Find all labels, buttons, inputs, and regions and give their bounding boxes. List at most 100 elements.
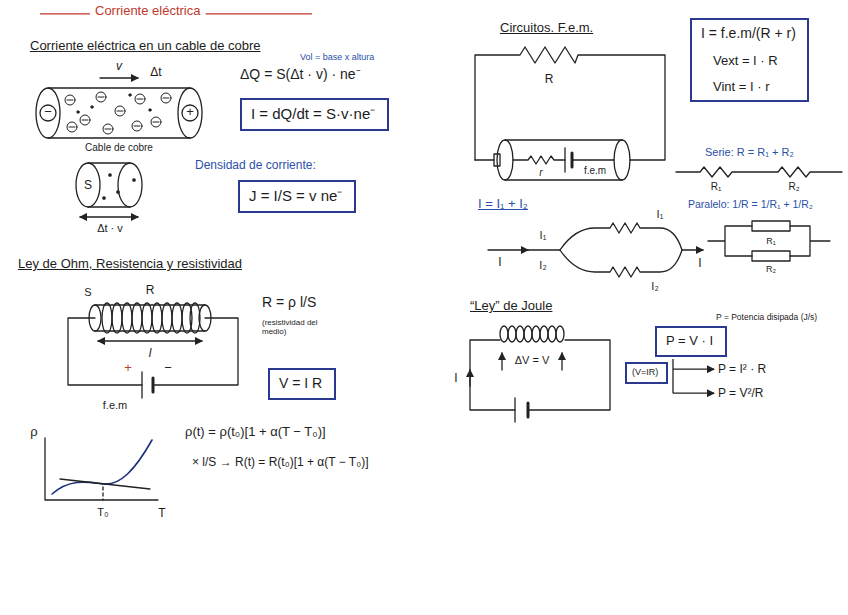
resistor-label: R₁ [711, 181, 722, 193]
resistor-label: R₂ [788, 181, 799, 193]
current-split [488, 223, 703, 277]
ohm-circuit [152, 378, 155, 392]
emf-circuit [475, 47, 665, 160]
electron-symbols [149, 109, 151, 111]
side-note: Vol = base x altura [300, 52, 374, 63]
resistivity-graph [52, 440, 152, 494]
formula: R = ρ l/S [262, 294, 316, 311]
electron-symbols [103, 124, 113, 134]
formula-box: (V=IR) [625, 362, 668, 384]
current-label: I₂ [539, 259, 546, 272]
joule-circuit [527, 403, 530, 417]
cable-section [103, 197, 105, 199]
cable-section [133, 179, 135, 181]
electron-symbols [132, 121, 142, 131]
velocity-symbol: v [116, 59, 122, 73]
electron-symbols [77, 111, 79, 113]
emf-circuit [475, 47, 665, 180]
cable-section [80, 216, 138, 217]
formula-text: J = I/S = v ne⁻ [249, 187, 345, 206]
ohm-circuit [102, 303, 112, 333]
figure-caption: Cable de cobre [85, 142, 153, 154]
formula-text: P = V · I [666, 333, 716, 349]
current-split [560, 250, 682, 277]
charge-sign: − [44, 104, 52, 120]
joule-circuit [524, 326, 532, 342]
current-label: I₁ [657, 208, 664, 221]
copper-cable [40, 105, 56, 121]
ohm-circuit [162, 303, 172, 333]
current-label: I [698, 256, 701, 270]
formula-text: Vext = I · R [713, 53, 798, 69]
current-label: I₁ [540, 229, 547, 242]
current-split [488, 249, 528, 250]
joule-circuit [508, 326, 516, 342]
section-heading: Corriente eléctrica en un cable de cobre [30, 38, 261, 54]
current-split [560, 223, 682, 250]
axis-label: T [158, 506, 165, 520]
ohm-circuit [142, 303, 152, 333]
ohm-circuit [141, 372, 142, 398]
cable-section [117, 191, 119, 193]
current-split [682, 249, 703, 250]
ohm-circuit [172, 303, 182, 333]
formula-box: I = dQ/dt = S·v·ne⁻ [240, 98, 389, 131]
title-rule [40, 13, 90, 14]
resistor-label: R₁ [766, 236, 776, 247]
polarity-sign: − [164, 360, 172, 376]
emf-circuit [475, 159, 494, 160]
section-heading: Ley de Ohm, Resistencia y resistividad [18, 256, 242, 272]
formula: P = V²/R [718, 386, 763, 400]
formula-box: I = f.e.m/(R + r)Vext = I · RVint = I · … [690, 18, 809, 102]
electron-symbols [161, 93, 171, 103]
emf-circuit [497, 140, 513, 180]
joule-circuit [500, 326, 508, 342]
emf-circuit [614, 140, 630, 180]
joule-circuit [556, 326, 564, 342]
ohm-circuit [122, 303, 132, 333]
electron-symbols [163, 98, 169, 99]
joule-circuit [501, 353, 502, 370]
ohm-circuit [190, 303, 200, 333]
ohm-circuit [68, 303, 238, 398]
resistor-label: R₂ [766, 264, 776, 275]
length-label: Δt · v [97, 222, 123, 235]
power-arrow [672, 359, 673, 393]
joule-circuit [470, 326, 610, 422]
cable-section [76, 163, 100, 207]
formula-text: (V=IR) [632, 367, 661, 378]
joule-circuit [514, 398, 515, 422]
side-note: (resistividad del medio) [262, 318, 326, 336]
formula-text: I = f.e.m/(R + r) [701, 25, 798, 43]
electron-symbols [153, 122, 159, 123]
section-heading: Circuitos. F.e.m. [500, 20, 593, 36]
ohm-circuit [89, 305, 101, 331]
electron-symbols [129, 94, 131, 96]
length-symbol: l [149, 346, 152, 360]
area-symbol: S [84, 178, 92, 192]
joule-circuit [548, 326, 556, 342]
side-note: P = Potencia disipada (J/s) [716, 312, 817, 322]
emf-circuit [564, 148, 565, 172]
formula: P = I² · R [718, 362, 766, 376]
ohm-circuit [132, 303, 142, 333]
copper-cable [178, 88, 202, 138]
joule-circuit [561, 353, 562, 370]
formula: I = I₁ + I₂ [478, 196, 528, 212]
current-split [528, 249, 560, 250]
electron-symbols [96, 92, 106, 102]
cable-section [109, 174, 111, 176]
formula: ρ(t) = ρ(t₀)[1 + α(T − T₀)] [185, 424, 326, 440]
copper-cable [36, 78, 202, 138]
current-label: I₂ [651, 280, 658, 293]
voltage-label: ΔV = V [515, 354, 550, 367]
power-arrow [673, 393, 714, 394]
electron-symbols [67, 100, 73, 101]
joule-circuit [532, 326, 540, 342]
series-resistors [676, 167, 842, 177]
source-label: f.e.m [584, 165, 606, 177]
resistivity-graph [102, 487, 103, 500]
electron-symbols [65, 95, 75, 105]
area-symbol: S [84, 286, 91, 299]
